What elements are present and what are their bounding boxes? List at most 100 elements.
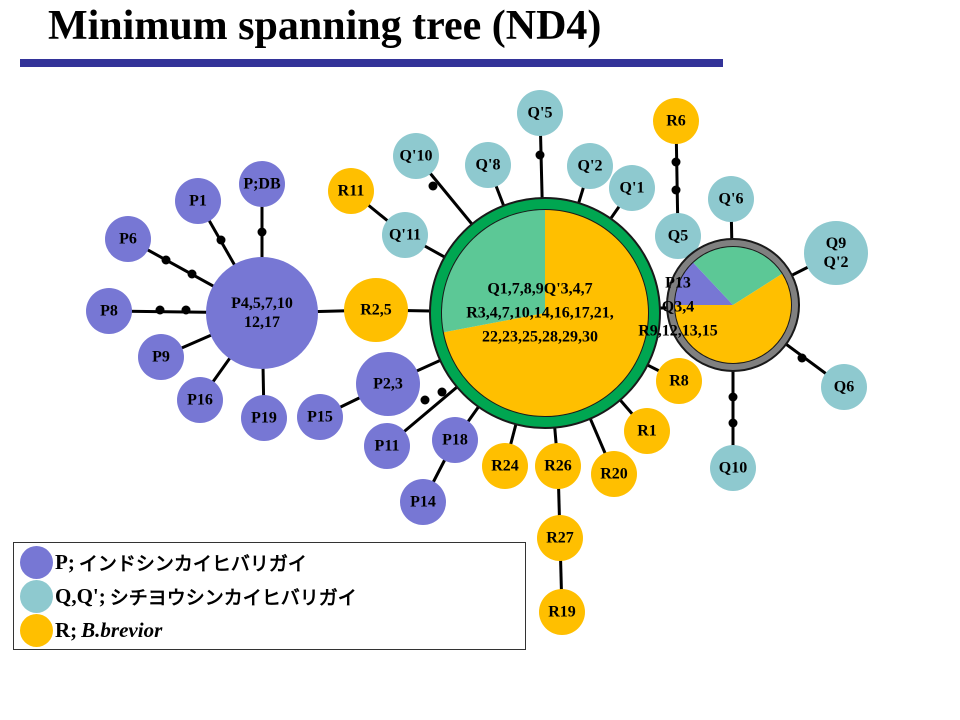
node-label: R11 [338, 183, 365, 200]
node-circle [482, 443, 528, 489]
node-label: R27 [546, 530, 574, 547]
node-label: Q'1 [620, 180, 645, 197]
node-circle [364, 423, 410, 469]
node-circle [138, 334, 184, 380]
node-label: R19 [548, 604, 576, 621]
legend-separator: ; [67, 549, 75, 574]
node-q1p: Q'1 [609, 165, 655, 211]
mutation-dots-layer [155, 150, 807, 428]
hub-label: 22,23,25,28,29,30 [482, 329, 598, 346]
mutation-dot [420, 395, 430, 405]
pie-slice-r [675, 273, 791, 364]
node-p18: P18 [432, 417, 478, 463]
node-label: P9 [152, 349, 170, 366]
legend-description: インドシンカイヒバリガイ [78, 552, 307, 575]
legend-item-q: Q,Q' ; シチヨウシンカイヒバリガイ [20, 579, 357, 613]
node-circle [609, 165, 655, 211]
hub-label: Q1,7,8,9Q'3,4,7 [487, 281, 592, 298]
node-p16: P16 [177, 377, 223, 423]
node-p23: P2,3 [356, 352, 420, 416]
node-p14: P14 [400, 479, 446, 525]
node-label: Q10 [719, 460, 747, 477]
node-circle [105, 216, 151, 262]
node-pdb: P;DB [239, 161, 285, 207]
node-label: R1 [637, 423, 657, 440]
mutation-dot [728, 418, 738, 428]
node-r24: R24 [482, 443, 528, 489]
legend-description: B.brevior [81, 617, 163, 642]
mutation-dot [728, 392, 738, 402]
node-p9: P9 [138, 334, 184, 380]
node-q5p: Q'5 [517, 90, 563, 136]
node-p8: P8 [86, 288, 132, 334]
node-q11p: Q'11 [382, 212, 428, 258]
node-circle [465, 142, 511, 188]
node-p19: P19 [241, 395, 287, 441]
node-label: Q'6 [719, 191, 744, 208]
node-q2p: Q'2 [567, 143, 613, 189]
node-p1: P1 [175, 178, 221, 224]
hub-label: R3,4,7,10,14,16,17,21, [466, 305, 614, 322]
pie-slice-q [693, 246, 782, 305]
legend-separator: ; [98, 583, 106, 608]
legend-item-r: R ; B.brevior [20, 613, 162, 647]
title-underline [20, 59, 723, 67]
hub-label: Q3,4 [662, 299, 694, 316]
legend-swatch-r [20, 613, 53, 647]
node-label: R6 [666, 113, 686, 130]
node-circle [537, 515, 583, 561]
node-circle [328, 168, 374, 214]
node-circle [656, 358, 702, 404]
node-circle [393, 133, 439, 179]
hubs-layer: Q1,7,8,9Q'3,4,7R3,4,7,10,14,16,17,21, 22,… [429, 197, 800, 429]
node-label: P15 [307, 409, 333, 426]
node-circle [821, 364, 867, 410]
node-label: Q9 [826, 235, 846, 252]
node-r19: R19 [539, 589, 585, 635]
node-q9: Q9Q'2 [804, 221, 868, 285]
node-label: P2,3 [373, 376, 403, 393]
hub-label: R9,12,13,15 [638, 323, 718, 340]
legend-key: Q,Q' [55, 583, 99, 608]
node-label: P14 [410, 494, 436, 511]
node-r8: R8 [656, 358, 702, 404]
big-hub-node: Q1,7,8,9Q'3,4,7R3,4,7,10,14,16,17,21, 22,… [429, 197, 661, 429]
node-circle [655, 213, 701, 259]
node-label: Q'10 [400, 148, 433, 165]
node-q6: Q6 [821, 364, 867, 410]
node-label: Q'2 [824, 254, 849, 271]
node-label: R24 [491, 458, 519, 475]
node-circle [382, 212, 428, 258]
node-circle [356, 352, 420, 416]
mutation-dot [437, 387, 447, 397]
node-label: R26 [544, 458, 572, 475]
legend-swatch-q [20, 579, 53, 613]
mutation-dot [181, 305, 191, 315]
node-circle [400, 479, 446, 525]
node-r20: R20 [591, 451, 637, 497]
node-r27: R27 [537, 515, 583, 561]
node-r6: R6 [653, 98, 699, 144]
node-p15: P15 [297, 394, 343, 440]
legend-box: P ; インドシンカイヒバリガイ Q,Q' ; シチヨウシンカイヒバリガイ R … [13, 542, 526, 650]
node-label: P19 [251, 410, 277, 427]
node-circle [653, 98, 699, 144]
legend-separator: ; [70, 617, 78, 642]
node-circle [86, 288, 132, 334]
node-p11: P11 [364, 423, 410, 469]
mutation-dot [797, 353, 807, 363]
legend-description: シチヨウシンカイヒバリガイ [109, 586, 357, 609]
node-circle [624, 408, 670, 454]
node-q8p: Q'8 [465, 142, 511, 188]
node-circle [239, 161, 285, 207]
mutation-dot [428, 181, 438, 191]
node-label: R2,5 [360, 302, 392, 319]
node-q6p: Q'6 [708, 176, 754, 222]
node-circle [804, 221, 868, 285]
mutation-dot [216, 235, 226, 245]
mutation-dot [155, 305, 165, 315]
mutation-dot [161, 255, 171, 265]
node-label: P1 [189, 193, 207, 210]
